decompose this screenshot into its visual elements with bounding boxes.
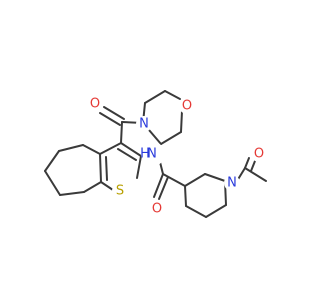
bond-piperidine-4 — [205, 204, 227, 218]
bond-cyclohexene-5 — [59, 191, 85, 196]
nitrogen-atom-label: N — [147, 147, 157, 162]
bond-nh-to-carbonyl-carbon — [159, 161, 164, 175]
nh-bg — [141, 142, 165, 166]
bond-carbonyl-top-2 — [99, 112, 121, 126]
bond-morpholine-4 — [180, 110, 183, 133]
bond-morpholine-5 — [160, 131, 182, 145]
bond-lower-carbonyl-2 — [158, 176, 169, 200]
bond-acetyl-carbonyl-1 — [244, 157, 250, 169]
bond-carbonyl-to-piperidine — [162, 173, 186, 187]
atom-background-layer — [87, 96, 267, 217]
bond-thiophene-c7a-c3a-double — [105, 156, 108, 181]
bond-thiophene-c3-c2-double — [117, 148, 137, 161]
bond-morpholine-2 — [144, 90, 166, 104]
bond-acetyl-methyl — [244, 167, 267, 182]
bond-cyclohexene-3 — [44, 150, 60, 172]
bond-piperidine-6 — [184, 185, 187, 207]
bond-thiophene-c7a-c3a — [99, 153, 102, 183]
bond-thiophene-c2-s — [136, 155, 142, 179]
hydrogen-atom-label: H — [140, 147, 150, 162]
bond-piperidine-2 — [204, 173, 226, 182]
bond-cyclohexene-1 — [82, 144, 101, 155]
bond-layer — [44, 90, 267, 218]
bond-cyclohexene-2 — [58, 144, 84, 152]
sulfur-atom-label: S — [116, 184, 124, 199]
bond-lower-carbonyl-1 — [153, 173, 164, 198]
s-bg — [112, 183, 128, 199]
bond-cyclohexene-6 — [83, 181, 102, 193]
o-top-bg — [87, 96, 103, 112]
bond-acetyl-carbonyl-2 — [250, 160, 256, 172]
molecule-structure: O N O N H S O N O — [44, 90, 267, 218]
nitrogen-atom-label: N — [227, 176, 237, 191]
molecule-diagram: O N O N H S O N O — [44, 90, 267, 218]
oxygen-atom-label: O — [182, 99, 192, 114]
o-lower-bg — [149, 201, 165, 217]
bond-thiophene-c3a-c3 — [99, 142, 122, 155]
bond-carbonyl-top-1 — [103, 106, 125, 120]
n-piperidine-bg — [224, 175, 240, 191]
bond-cocarbon-to-thiophene — [120, 121, 123, 144]
atom-label-layer: O N O N H S O N O — [90, 97, 264, 217]
oxygen-atom-label: O — [90, 97, 100, 112]
o-acetyl-bg — [251, 146, 267, 162]
nitrogen-atom-label: N — [139, 117, 149, 132]
bond-piperidine-5 — [185, 205, 207, 218]
bond-cyclohexene-4 — [44, 170, 61, 196]
n-morpholine-bg — [136, 116, 152, 132]
oxygen-atom-label: O — [254, 147, 264, 162]
bond-piperidine-1 — [184, 173, 206, 187]
bond-thiophene-c3-c2 — [120, 142, 142, 157]
bond-morpholine-3 — [164, 90, 181, 100]
oxygen-atom-label: O — [152, 202, 162, 217]
o-morpholine-bg — [179, 98, 195, 114]
